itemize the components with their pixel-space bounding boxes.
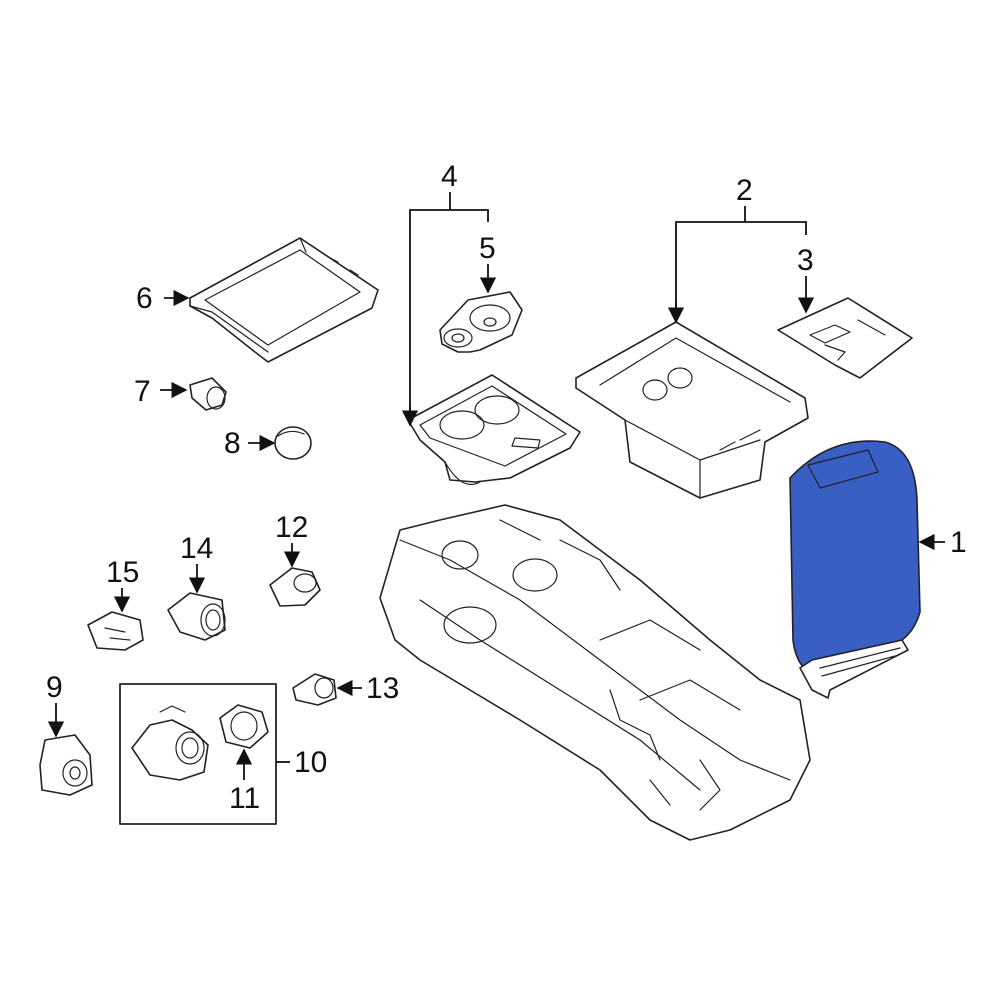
callout-4: 4 [441, 160, 458, 193]
callout-13: 13 [366, 672, 399, 705]
part-3-bin-mat [777, 297, 913, 379]
callout-5: 5 [479, 232, 496, 265]
part-9-connector [39, 734, 93, 796]
armrest-lid-shape [789, 440, 921, 673]
part-6-storage-tray [189, 237, 379, 363]
callout-3: 3 [797, 244, 814, 277]
part-13-socket [292, 673, 337, 706]
leader-lines [47, 192, 945, 780]
part-8-cap [274, 426, 312, 460]
part-15-usb-module [87, 611, 144, 651]
part-4-cup-holder-bezel [407, 374, 581, 486]
part-12-switch [269, 567, 321, 607]
callout-1: 1 [950, 526, 967, 559]
callout-10: 10 [294, 746, 327, 779]
callout-15: 15 [106, 556, 139, 589]
part-1-armrest-lid [789, 440, 921, 699]
callout-8: 8 [224, 427, 241, 460]
part-5-cup-holder-insert [439, 291, 523, 353]
callout-12: 12 [275, 511, 308, 544]
part-7-plug [189, 377, 227, 411]
part-10-assembly-box [119, 683, 277, 825]
callout-7: 7 [134, 375, 151, 408]
part-2-storage-bin [575, 321, 809, 499]
console-frame [379, 504, 811, 841]
part-11-bezel-ring [219, 704, 269, 749]
callout-2: 2 [736, 174, 753, 207]
callout-9: 9 [46, 671, 63, 704]
callout-6: 6 [136, 282, 153, 315]
part-14-power-outlet [167, 592, 226, 641]
callout-14: 14 [180, 532, 213, 565]
callout-11: 11 [229, 782, 260, 815]
